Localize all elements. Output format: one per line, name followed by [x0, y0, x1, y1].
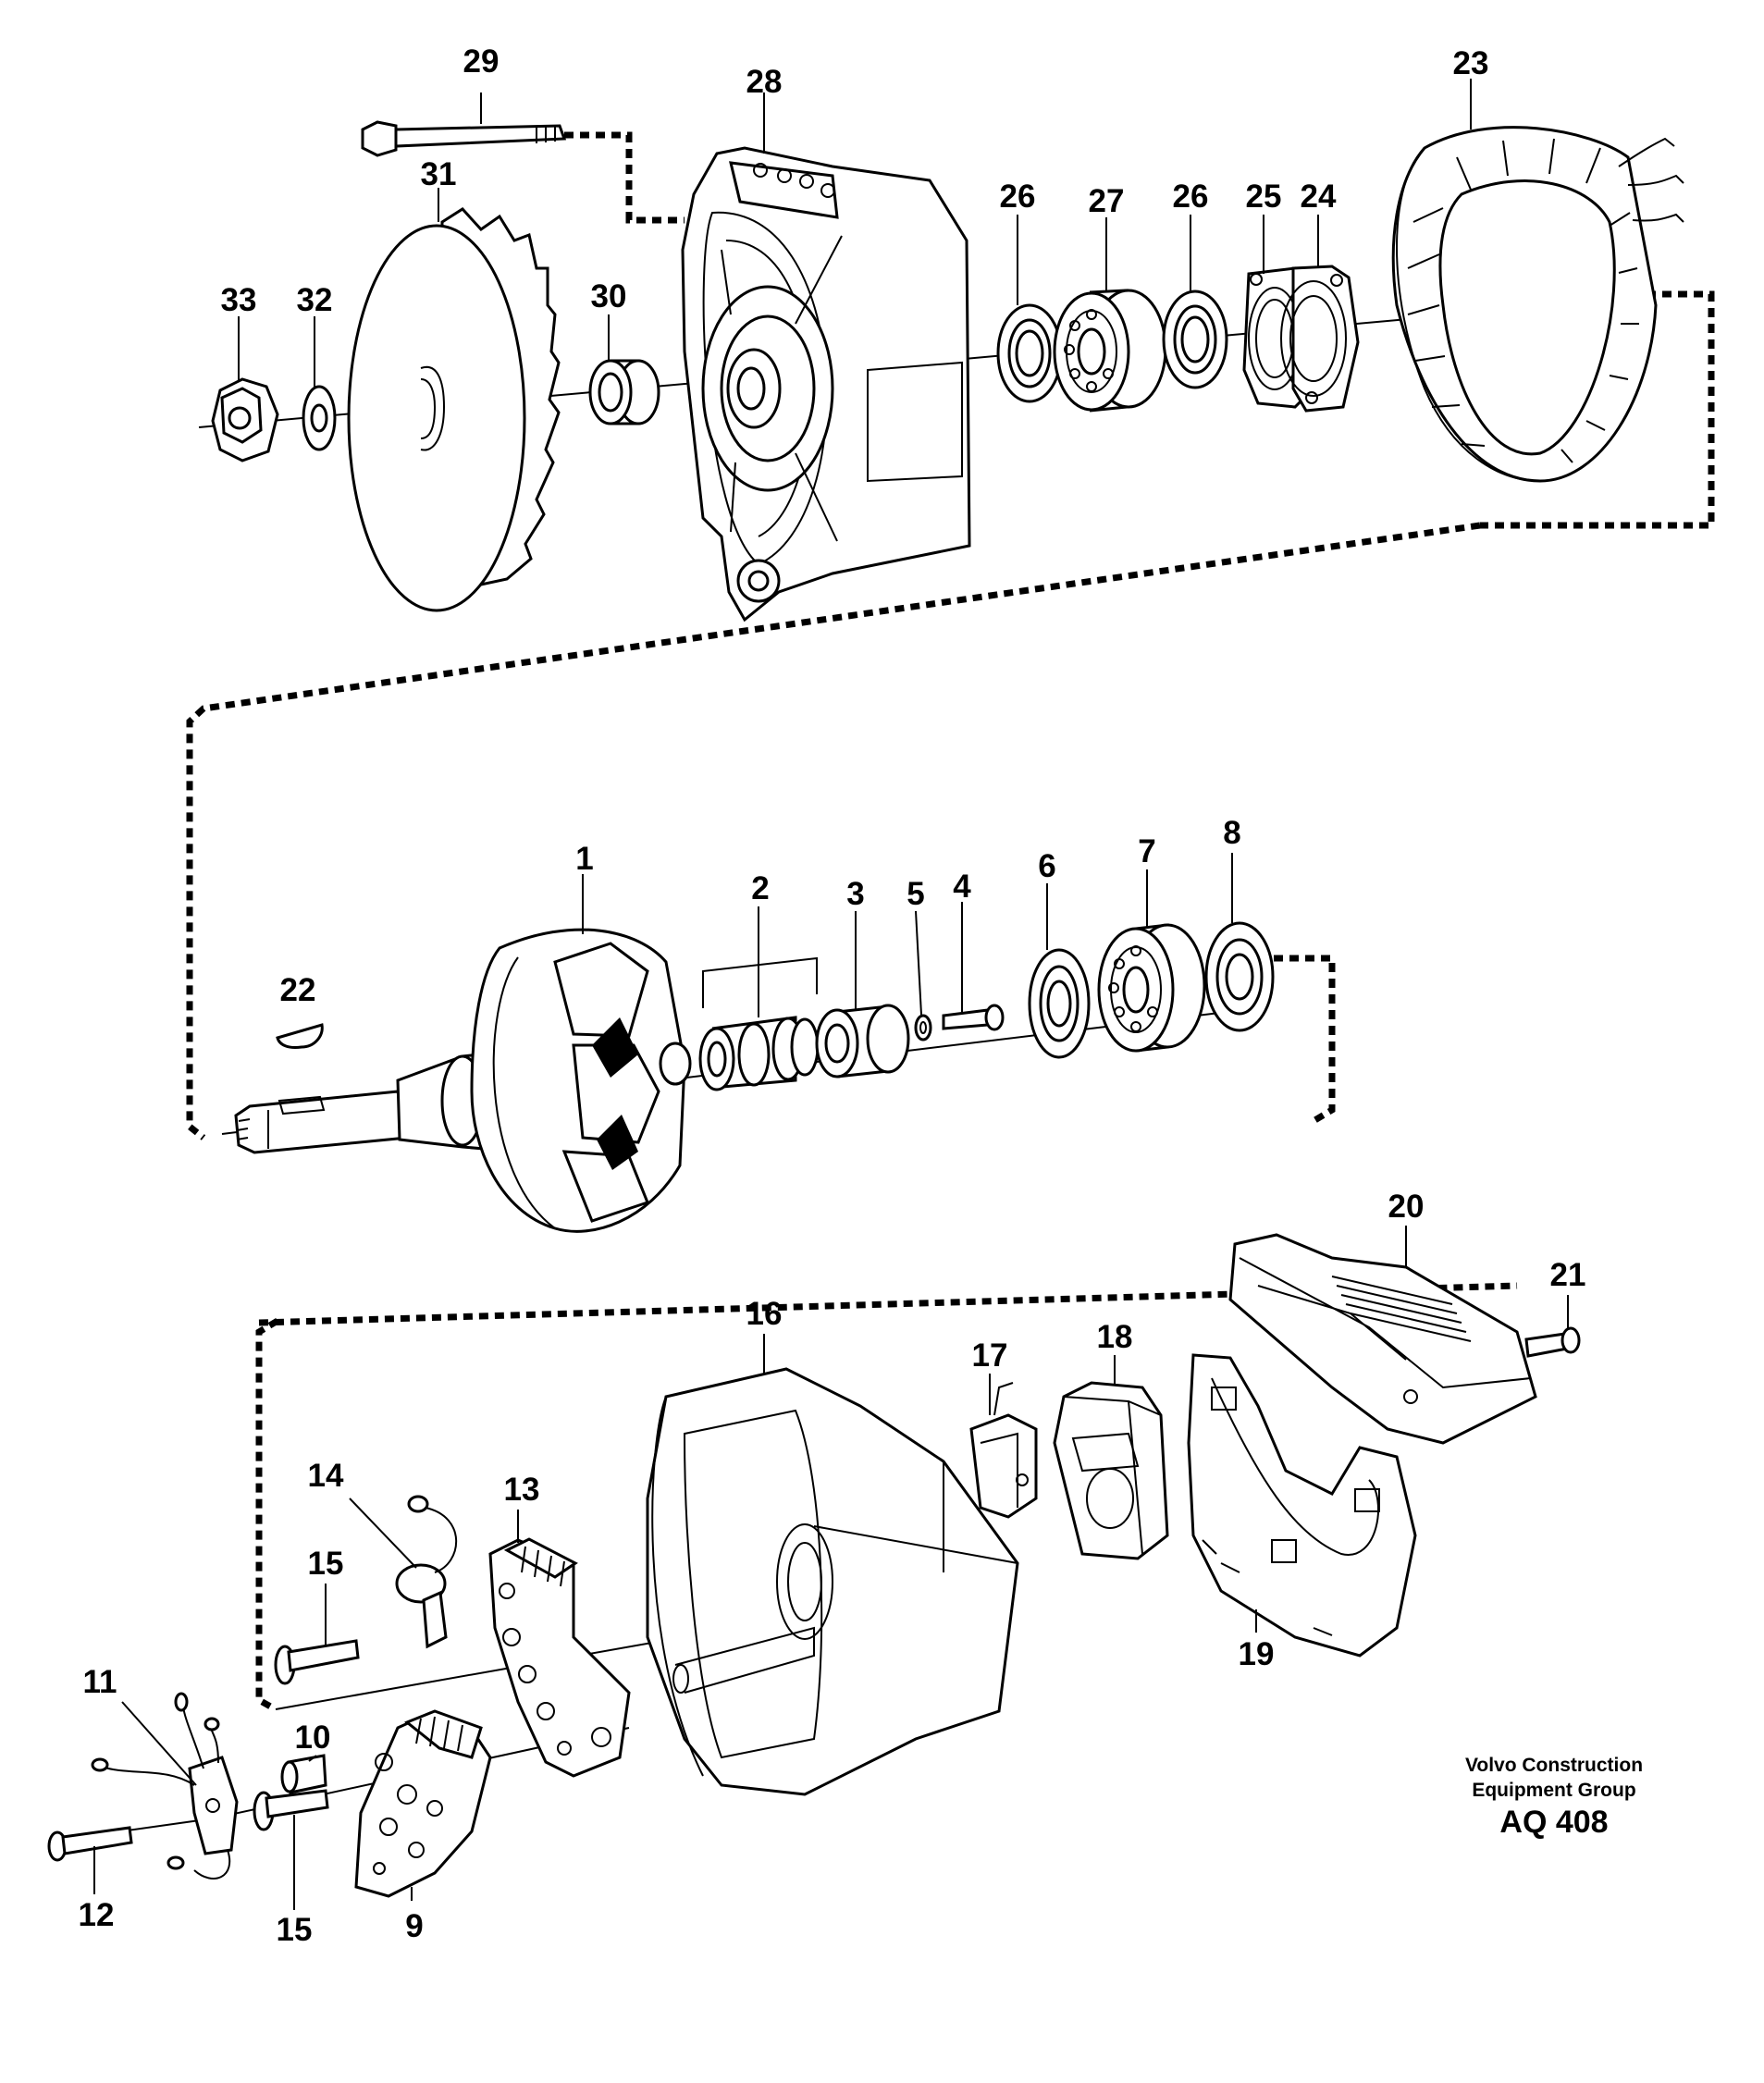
callout-15-lower: 15	[277, 1912, 313, 1948]
part-33-nut	[211, 377, 279, 462]
callout-3: 3	[846, 876, 864, 912]
callout-24: 24	[1301, 179, 1337, 215]
part-31-fan	[347, 207, 561, 612]
callout-30: 30	[591, 278, 627, 314]
part-10-spacer	[280, 1754, 327, 1794]
callout-19: 19	[1239, 1636, 1275, 1672]
callout-5: 5	[907, 876, 924, 912]
part-15-screw-lower	[253, 1789, 329, 1831]
callout-20: 20	[1388, 1189, 1425, 1225]
callout-25: 25	[1246, 179, 1282, 215]
credit-line-2: Equipment Group	[1472, 1780, 1636, 1801]
part-17-terminal-block	[969, 1382, 1038, 1519]
part-30-bushing	[588, 359, 660, 425]
part-32-washer	[302, 385, 337, 451]
part-23-stator	[1391, 126, 1684, 483]
part-8-seal	[1204, 921, 1275, 1032]
part-19-shield	[1187, 1353, 1417, 1658]
callout-32: 32	[297, 282, 333, 318]
part-16-rear-housing	[646, 1367, 1019, 1796]
callout-2: 2	[751, 870, 769, 906]
callout-13: 13	[504, 1472, 540, 1508]
part-12-screw	[47, 1826, 133, 1862]
part-5-washer	[914, 1014, 932, 1042]
figure-code: AQ 408	[1499, 1805, 1609, 1840]
part-1-rotor	[234, 928, 692, 1233]
part-24-cover	[1280, 265, 1360, 413]
callout-9: 9	[405, 1908, 423, 1944]
callout-14: 14	[308, 1458, 344, 1494]
part-22-key	[276, 1023, 324, 1049]
part-9-diode-plate	[354, 1709, 492, 1898]
dashed-link-top-to-middle	[186, 522, 1481, 1140]
dashed-link-top-right	[1480, 290, 1715, 529]
callout-4: 4	[953, 869, 971, 905]
part-20-cover	[1228, 1233, 1537, 1445]
callout-29: 29	[463, 43, 500, 80]
callout-28: 28	[746, 64, 783, 100]
callout-10: 10	[295, 1719, 331, 1756]
part-7-bearing	[1097, 923, 1206, 1053]
part-15-screw-upper	[274, 1639, 360, 1685]
dashed-link-middle-right	[1258, 955, 1336, 1125]
part-26-seal-right	[1162, 290, 1228, 389]
part-4-screw	[942, 1004, 1005, 1031]
part-28-end-frame	[681, 146, 971, 622]
callout-22: 22	[280, 972, 316, 1008]
callout-21: 21	[1550, 1257, 1586, 1293]
callout-12: 12	[79, 1897, 115, 1933]
callout-31: 31	[421, 156, 457, 192]
callout-33: 33	[221, 282, 257, 318]
callout-15-upper: 15	[308, 1546, 344, 1582]
callout-26-right: 26	[1173, 179, 1209, 215]
part-18-regulator	[1053, 1381, 1169, 1560]
part-11-terminal	[91, 1692, 239, 1880]
callout-23: 23	[1453, 45, 1489, 81]
part-2-bracket	[702, 956, 818, 1008]
callout-1: 1	[575, 841, 593, 877]
callout-17: 17	[972, 1337, 1008, 1374]
callout-26-left: 26	[1000, 179, 1036, 215]
part-6-seal	[1028, 948, 1091, 1059]
callout-6: 6	[1038, 848, 1055, 884]
callout-labels: 29 28 31 23 26 27 26 25 24 30 32 33 1 2 …	[79, 43, 1586, 1948]
publisher-credit: Volvo Construction Equipment Group AQ 40…	[1415, 1753, 1693, 1841]
callout-16: 16	[746, 1296, 783, 1332]
callout-8: 8	[1223, 815, 1240, 851]
dashed-link-bolt-to-frame	[564, 131, 685, 224]
callout-7: 7	[1138, 833, 1155, 869]
part-14-capacitor	[395, 1495, 458, 1649]
part-27-bearing	[1053, 289, 1167, 413]
leader-lines	[93, 79, 1569, 1910]
part-2-slip-rings	[698, 956, 820, 1091]
callout-27: 27	[1089, 183, 1125, 219]
dashed-link-bottom-left	[255, 1317, 279, 1713]
callout-11: 11	[83, 1664, 117, 1700]
part-26-seal-left	[996, 303, 1063, 403]
dashed-link-bottom-top	[258, 1282, 1518, 1326]
part-29-bolt	[361, 120, 567, 157]
part-13-rectifier	[488, 1537, 631, 1778]
part-21-screw	[1524, 1326, 1581, 1358]
credit-line-1: Volvo Construction	[1464, 1755, 1644, 1776]
part-3-sleeve	[815, 1004, 910, 1078]
callout-18: 18	[1097, 1319, 1133, 1355]
